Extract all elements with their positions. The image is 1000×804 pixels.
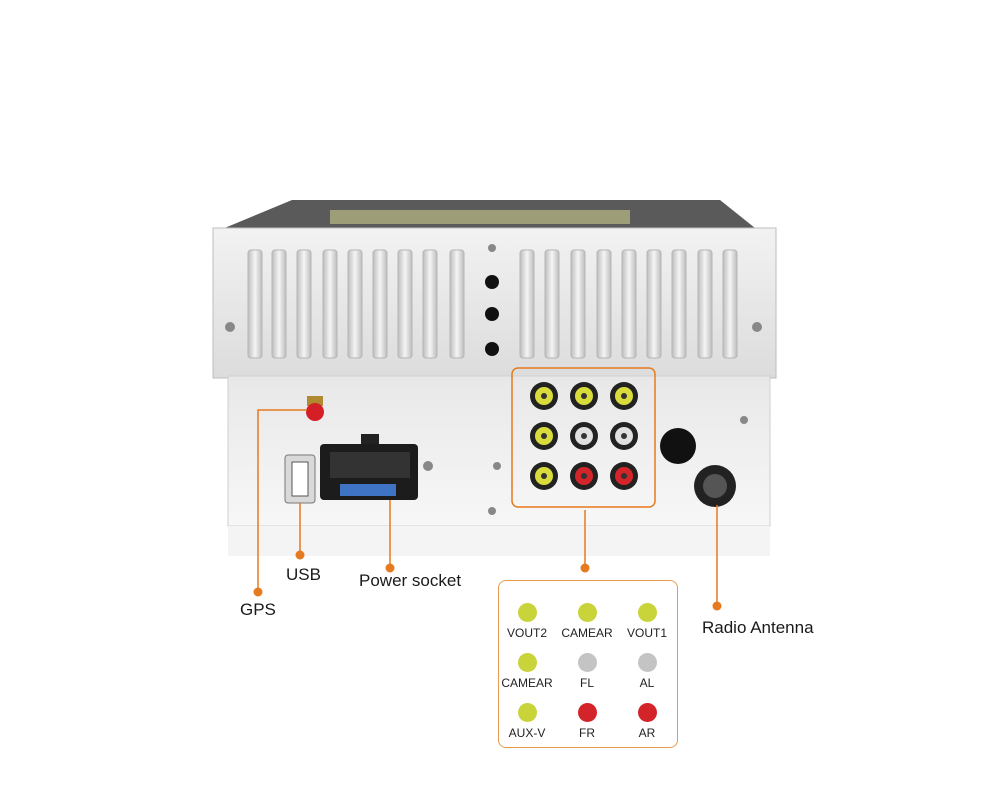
- legend-label: AR: [638, 726, 656, 740]
- rca-jack: [610, 422, 638, 450]
- legend-label: FL: [579, 676, 594, 690]
- legend-item: VOUT2: [497, 603, 557, 640]
- radio-antenna-label: Radio Antenna: [702, 618, 814, 637]
- legend-color-dot: [637, 603, 657, 622]
- legend-label: CAMEAR: [501, 676, 553, 690]
- legend-color-dot: [517, 603, 537, 622]
- legend-item: AL: [617, 653, 677, 690]
- legend-color-dot: [517, 703, 537, 722]
- rca-jack: [530, 382, 558, 410]
- legend-label: AUX-V: [508, 726, 546, 740]
- legend-color-dot: [577, 603, 597, 622]
- legend-item: FL: [557, 653, 617, 690]
- legend-color-dot: [517, 653, 537, 672]
- legend-label: CAMEAR: [561, 626, 613, 640]
- rca-jack: [570, 462, 598, 490]
- legend-item: AR: [617, 703, 677, 740]
- rca-jack: [530, 462, 558, 490]
- legend-label: VOUT2: [506, 626, 547, 640]
- legend-item: VOUT1: [617, 603, 677, 640]
- legend-color-dot: [577, 653, 597, 672]
- rca-jack: [570, 422, 598, 450]
- power-socket-label: Power socket: [359, 571, 462, 590]
- legend-item: AUX-V: [497, 703, 557, 740]
- legend-color-dot: [637, 703, 657, 722]
- rca-jack: [610, 462, 638, 490]
- legend-color-dot: [637, 653, 657, 672]
- legend-color-dot: [577, 703, 597, 722]
- rca-jack: [610, 382, 638, 410]
- gps-label: GPS: [240, 600, 276, 619]
- rca-jack: [570, 382, 598, 410]
- legend-label: AL: [639, 676, 655, 690]
- legend-item: CAMEAR: [497, 653, 557, 690]
- usb-label: USB: [286, 565, 321, 584]
- legend-label: FR: [579, 726, 595, 740]
- vent-ribs: [247, 249, 738, 359]
- legend-item: CAMEAR: [557, 603, 617, 640]
- legend-item: FR: [557, 703, 617, 740]
- rca-jack: [530, 422, 558, 450]
- legend-label: VOUT1: [626, 626, 667, 640]
